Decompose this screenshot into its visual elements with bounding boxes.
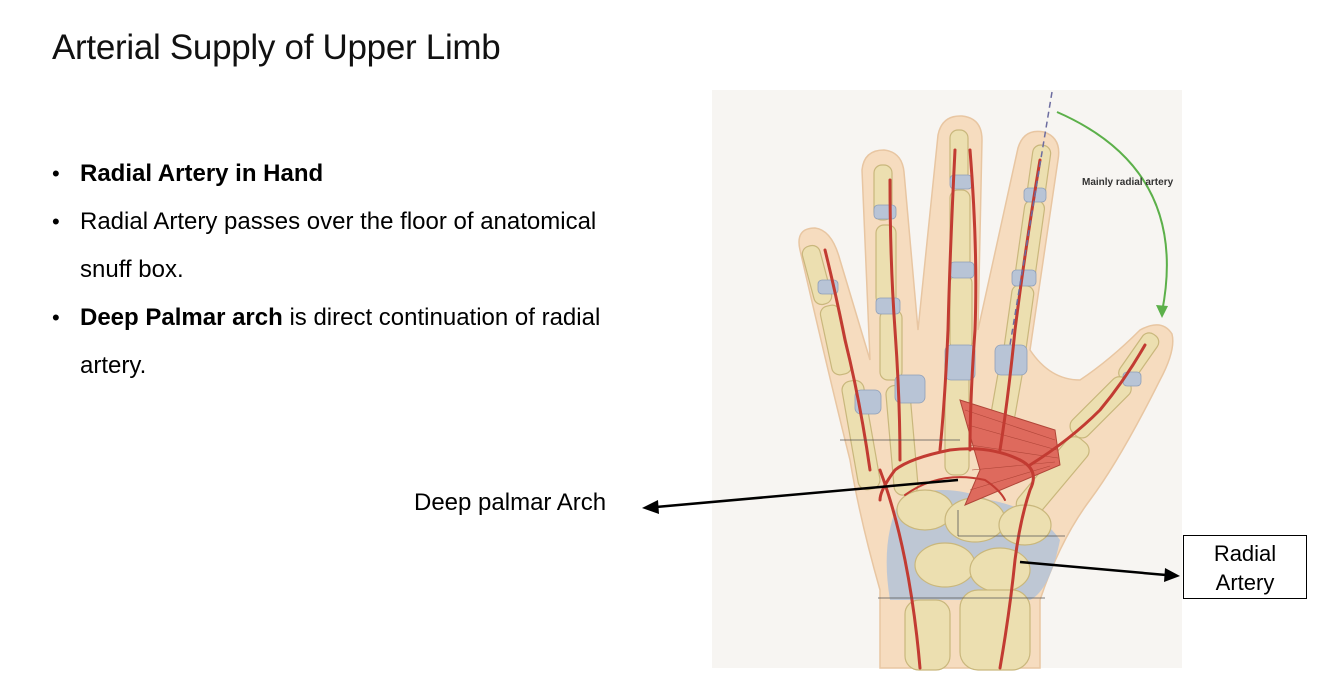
reference-lines	[840, 439, 1065, 599]
finger-axis-line	[1009, 91, 1053, 346]
arteries	[823, 148, 1147, 670]
annotation-mainly-radial: Mainly radial artery	[1082, 177, 1174, 188]
bullet-item: Deep Palmar arch is direct continuation …	[52, 294, 652, 390]
adductor-pollicis-muscle	[959, 399, 1061, 506]
label-deep-palmar-arch: Deep palmar Arch	[414, 489, 607, 516]
slide-title: Arterial Supply of Upper Limb	[52, 28, 501, 67]
muscle-fibers	[964, 409, 1059, 491]
green-curved-arrow	[1056, 111, 1168, 313]
bullet-list: Radial Artery in Hand Radial Artery pass…	[52, 150, 652, 390]
bullet-item: Radial Artery in Hand	[52, 150, 652, 198]
green-arrowhead-icon	[1156, 305, 1168, 318]
bullet-item: Radial Artery passes over the floor of a…	[52, 198, 652, 294]
label-radial-artery: Radial Artery	[1183, 535, 1307, 599]
